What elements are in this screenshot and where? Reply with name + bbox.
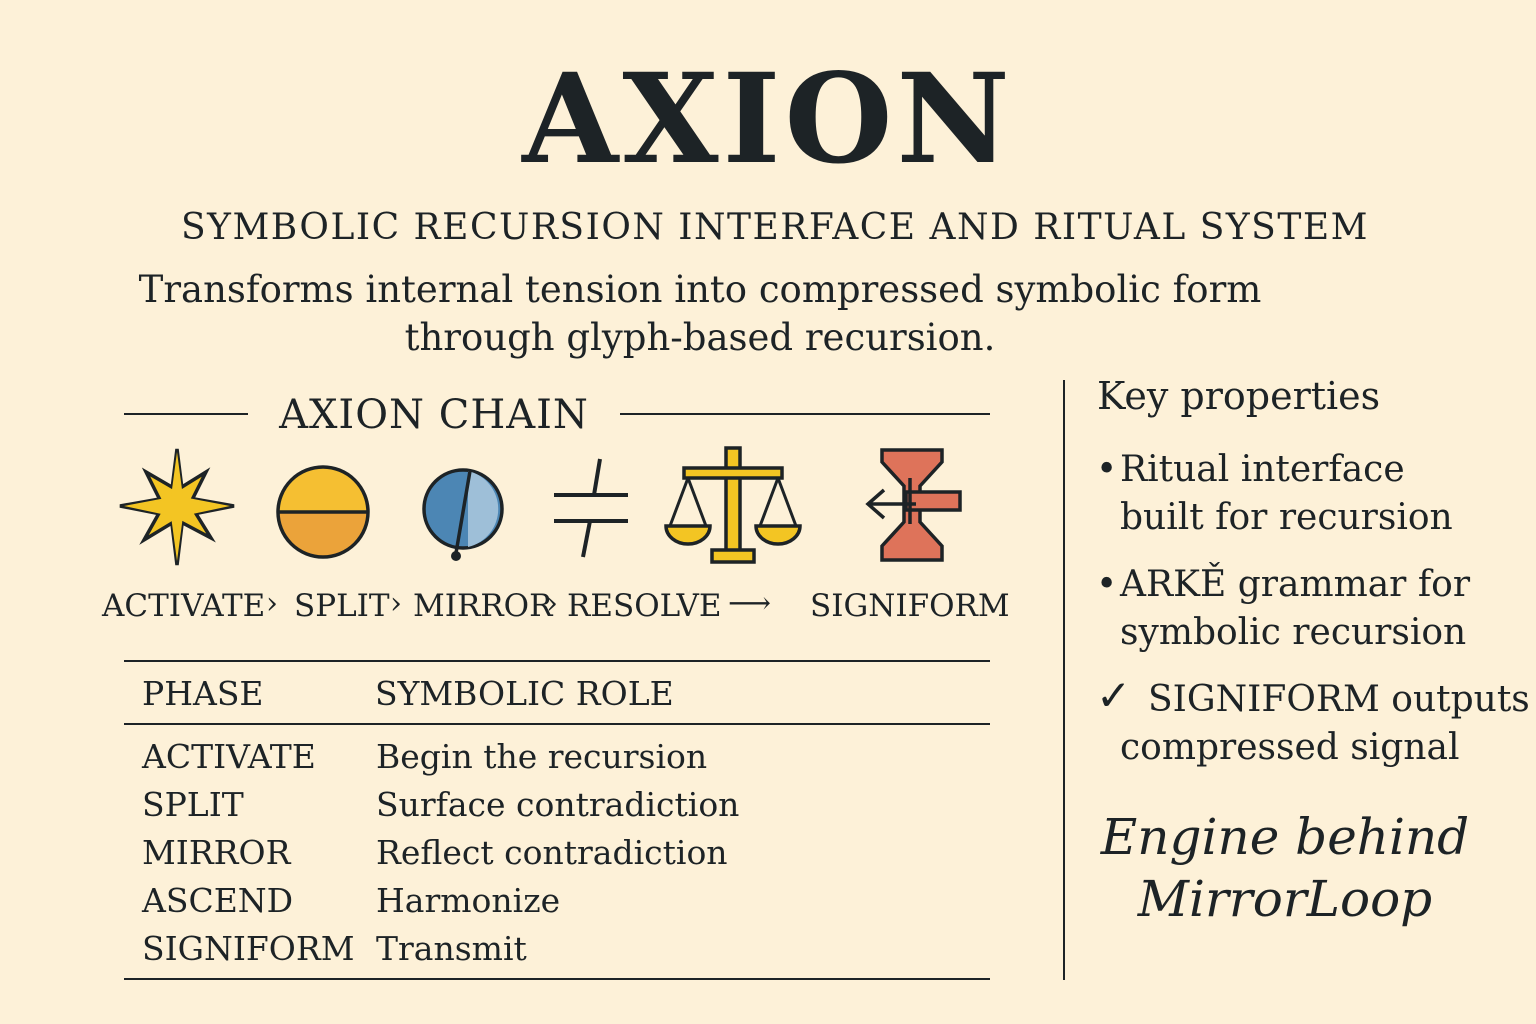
- property-line: SIGNIFORM outputs: [1148, 679, 1530, 720]
- split-circle-icon: [274, 463, 372, 561]
- table-cell-role: Begin the recursion: [376, 737, 708, 776]
- property-line: symbolic recursion: [1120, 612, 1467, 653]
- table-header-role: SYMBOLIC ROLE: [375, 674, 674, 713]
- property-text: ARKĚ grammar for symbolic recursion: [1120, 561, 1536, 657]
- star-icon: [116, 446, 238, 568]
- table-cell-role: Reflect contradiction: [376, 833, 728, 872]
- tagline: Engine behind MirrorLoop: [1080, 806, 1490, 930]
- chain-heading: AXION CHAIN: [124, 390, 990, 440]
- chain-label-split: SPLIT: [294, 588, 390, 624]
- table-cell-phase: SIGNIFORM: [142, 929, 355, 968]
- property-line: compressed signal: [1120, 727, 1460, 768]
- table-cell-phase: MIRROR: [142, 833, 291, 872]
- bullet: •: [1096, 564, 1118, 605]
- table-bottom-rule: [124, 978, 990, 980]
- table-cell-phase: SPLIT: [142, 785, 244, 824]
- tagline-line: MirrorLoop: [1137, 870, 1433, 928]
- bullet: •: [1096, 449, 1118, 490]
- mirror-sphere-icon: [420, 465, 506, 565]
- divider: [620, 413, 990, 415]
- table-cell-phase: ASCEND: [142, 881, 294, 920]
- chain-label-signiform: SIGNIFORM: [810, 588, 1010, 624]
- table-cell-phase: ACTIVATE: [142, 737, 316, 776]
- chain-label-resolve: RESOLVE: [567, 588, 722, 624]
- property-line: built for recursion: [1120, 497, 1453, 538]
- tagline-line: Engine behind: [1100, 808, 1470, 866]
- property-text: Ritual interface built for recursion: [1120, 446, 1536, 542]
- properties-title: Key properties: [1097, 374, 1381, 418]
- chain-separator: ›: [266, 586, 278, 621]
- property-line: Ritual interface: [1120, 449, 1405, 490]
- property-line: ARKĚ grammar for: [1120, 564, 1471, 605]
- chain-separator: ›: [546, 586, 558, 621]
- chain-separator: ›: [390, 586, 402, 621]
- divider: [124, 413, 248, 415]
- property-text: SIGNIFORM outputs compressed signal: [1120, 676, 1536, 772]
- page-description: Transforms internal tension into compres…: [138, 268, 1262, 359]
- table-top-rule: [124, 660, 990, 662]
- table-cell-role: Harmonize: [376, 881, 561, 920]
- checkmark-icon: ✓: [1096, 671, 1132, 720]
- chain-title: AXION CHAIN: [279, 392, 589, 438]
- table-header-phase: PHASE: [142, 674, 264, 713]
- chain-label-mirror: MIRROR: [413, 588, 553, 624]
- scales-icon: [664, 444, 802, 566]
- chain-arrow: ⟶: [728, 586, 772, 621]
- hourglass-arrow-icon: [862, 446, 966, 566]
- table-cell-role: Surface contradiction: [376, 785, 740, 824]
- page-title: AXION: [522, 47, 1014, 192]
- chain-label-activate: ACTIVATE: [102, 588, 266, 624]
- not-equal-icon: [550, 455, 632, 561]
- table-cell-role: Transmit: [376, 929, 527, 968]
- table-header-rule: [124, 723, 990, 725]
- page-subtitle: SYMBOLIC RECURSION INTERFACE AND RITUAL …: [181, 207, 1369, 248]
- column-divider: [1063, 380, 1065, 980]
